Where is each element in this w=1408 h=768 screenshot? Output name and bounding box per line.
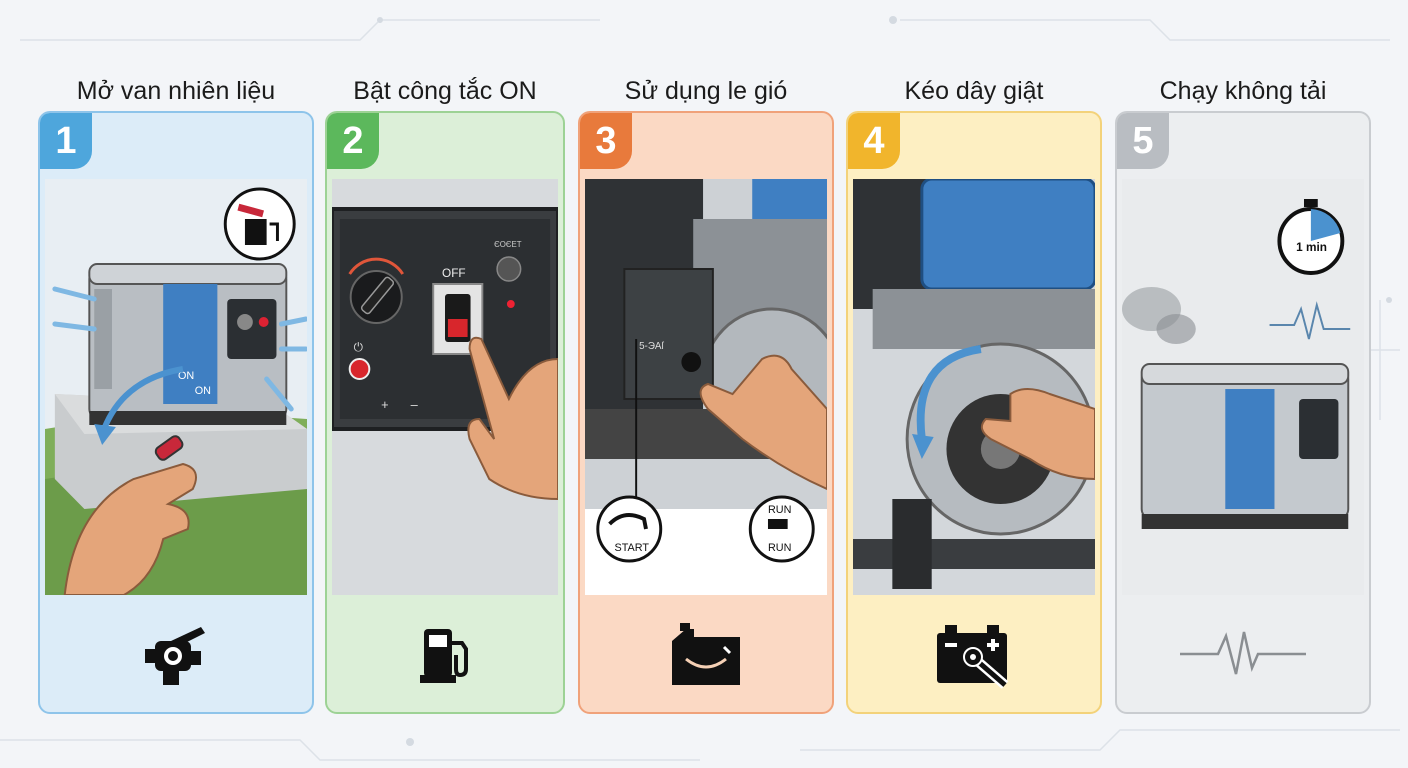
valve-on-label: ON	[178, 370, 194, 382]
step-2: Bật công tắc ON 2 ⏻ OFF ЄОЄЕТ	[325, 74, 565, 714]
scene-choke: 5-ЭАſ START RUN RUN	[585, 179, 827, 595]
valve-on-label-2: ON	[195, 385, 211, 397]
step-number-badge: 4	[848, 113, 900, 169]
fuel-pump-icon	[327, 614, 563, 694]
step-title: Mở van nhiên liệu	[76, 77, 276, 105]
scene-idle-run: 1 min	[1122, 179, 1364, 595]
step-1: Mở van nhiên liệu 1 ON ON	[38, 74, 314, 714]
choke-run-bottom-label: RUN	[768, 542, 791, 554]
step-5: Chạy không tải 5 1 min	[1115, 74, 1371, 714]
scene-fuel-valve: ON ON	[45, 179, 307, 595]
heartbeat-icon	[1117, 614, 1369, 694]
step-4: Kéo dây giật 4	[846, 74, 1102, 714]
step-card: 3 5-ЭАſ START RUN	[578, 111, 834, 714]
step-title: Chạy không tải	[1159, 77, 1327, 105]
fuel-valve-icon	[40, 614, 312, 694]
oil-can-icon	[580, 614, 832, 694]
svg-text:⏻: ⏻	[354, 340, 364, 354]
step-card: 5 1 min	[1115, 111, 1371, 714]
choke-start-label: START	[615, 542, 650, 554]
scene-switch-on: ⏻ OFF ЄОЄЕТ + –	[332, 179, 558, 595]
choke-run-top-label: RUN	[768, 504, 791, 516]
step-number-badge: 2	[327, 113, 379, 169]
switch-off-label: OFF	[442, 266, 466, 280]
step-title: Bật công tắc ON	[353, 77, 537, 105]
battery-wrench-icon	[848, 614, 1100, 694]
step-title: Sử dụng le gió	[624, 77, 788, 105]
panel-minus: –	[411, 397, 419, 412]
step-card: 2 ⏻ OFF ЄОЄЕТ + –	[325, 111, 565, 714]
timer-label: 1 min	[1296, 240, 1327, 254]
step-number-badge: 5	[1117, 113, 1169, 169]
scene-pull-cord	[853, 179, 1095, 595]
step-number-badge: 1	[40, 113, 92, 169]
step-card: 4	[846, 111, 1102, 714]
panel-small-label: ЄОЄЕТ	[494, 240, 522, 249]
panel-plus: +	[381, 397, 388, 412]
step-card: 1 ON ON	[38, 111, 314, 714]
step-3: Sử dụng le gió 3 5-ЭАſ START	[578, 74, 834, 714]
step-title: Kéo dây giật	[904, 77, 1044, 105]
choke-mark-label: 5-ЭАſ	[639, 341, 664, 352]
step-number-badge: 3	[580, 113, 632, 169]
